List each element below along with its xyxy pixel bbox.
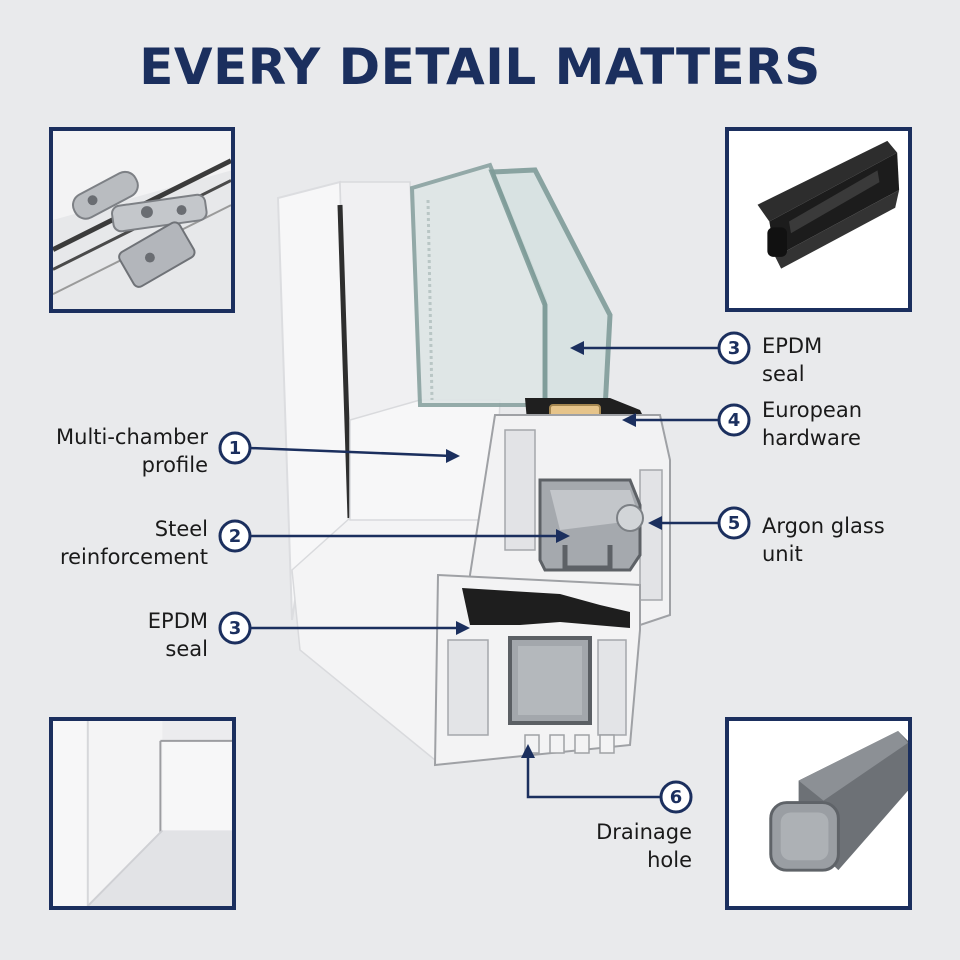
callout-circle-5	[717, 506, 751, 540]
sash-chamber-a	[504, 429, 536, 551]
label-multi-chamber-profile: Multi-chamber profile	[56, 425, 208, 477]
leader-line-6	[526, 752, 660, 799]
frame-chamber-right	[597, 639, 627, 736]
frame-gasket-line	[337, 204, 353, 519]
callout-circle-4	[717, 403, 751, 437]
arrow-3-left	[456, 621, 470, 635]
steel-bar-tip	[616, 504, 644, 532]
callout-circle-2	[218, 519, 252, 553]
callout-number-4: 4	[728, 410, 741, 431]
seal-strip-icon	[730, 131, 907, 308]
arrow-5	[648, 516, 662, 530]
label-steel-reinforcement: Steel reinforcement	[59, 517, 208, 569]
hardware-photo	[49, 127, 235, 313]
callout-number-6: 6	[670, 787, 683, 808]
label-european-hardware: European hardware	[762, 398, 863, 450]
arrow-2	[556, 529, 570, 543]
callout-circle-3-left	[218, 611, 252, 645]
steel-bar-photo	[725, 717, 912, 910]
lower-black-seal	[462, 588, 630, 628]
label-argon-glass-unit: Argon glass unit	[762, 514, 885, 566]
sash-mid-face	[349, 399, 501, 521]
leader-line-1	[249, 446, 453, 458]
callout-circle-3-right	[717, 331, 751, 365]
page-title: EVERY DETAIL MATTERS	[139, 38, 821, 96]
callout-circle-1	[218, 431, 252, 465]
callout-number-3-right: 3	[728, 338, 741, 359]
label-epdm-seal-left: EPDM seal	[147, 609, 208, 661]
callout-number-2: 2	[229, 526, 242, 547]
callout-circle-6	[659, 780, 693, 814]
profile-corner-photo	[49, 717, 236, 910]
steel-bar-icon	[729, 721, 908, 906]
label-drainage-hole: Drainage hole	[596, 820, 692, 872]
arrow-3-right	[570, 341, 584, 355]
arrow-4	[622, 413, 636, 427]
callout-number-3-left: 3	[229, 618, 242, 639]
profile-corner-icon	[53, 721, 232, 906]
steel-profile-u	[562, 545, 613, 571]
callout-number-5: 5	[728, 513, 741, 534]
callout-number-1: 1	[229, 438, 242, 459]
hinge-icon	[53, 131, 231, 309]
arrow-6	[521, 744, 535, 758]
steel-lower-inner	[518, 646, 582, 715]
frame-chamber-left	[447, 639, 489, 736]
sash-chamber-b	[639, 469, 663, 601]
arrow-1	[446, 449, 460, 463]
seal-strip-photo	[725, 127, 912, 312]
label-epdm-seal-right: EPDM seal	[762, 334, 823, 386]
